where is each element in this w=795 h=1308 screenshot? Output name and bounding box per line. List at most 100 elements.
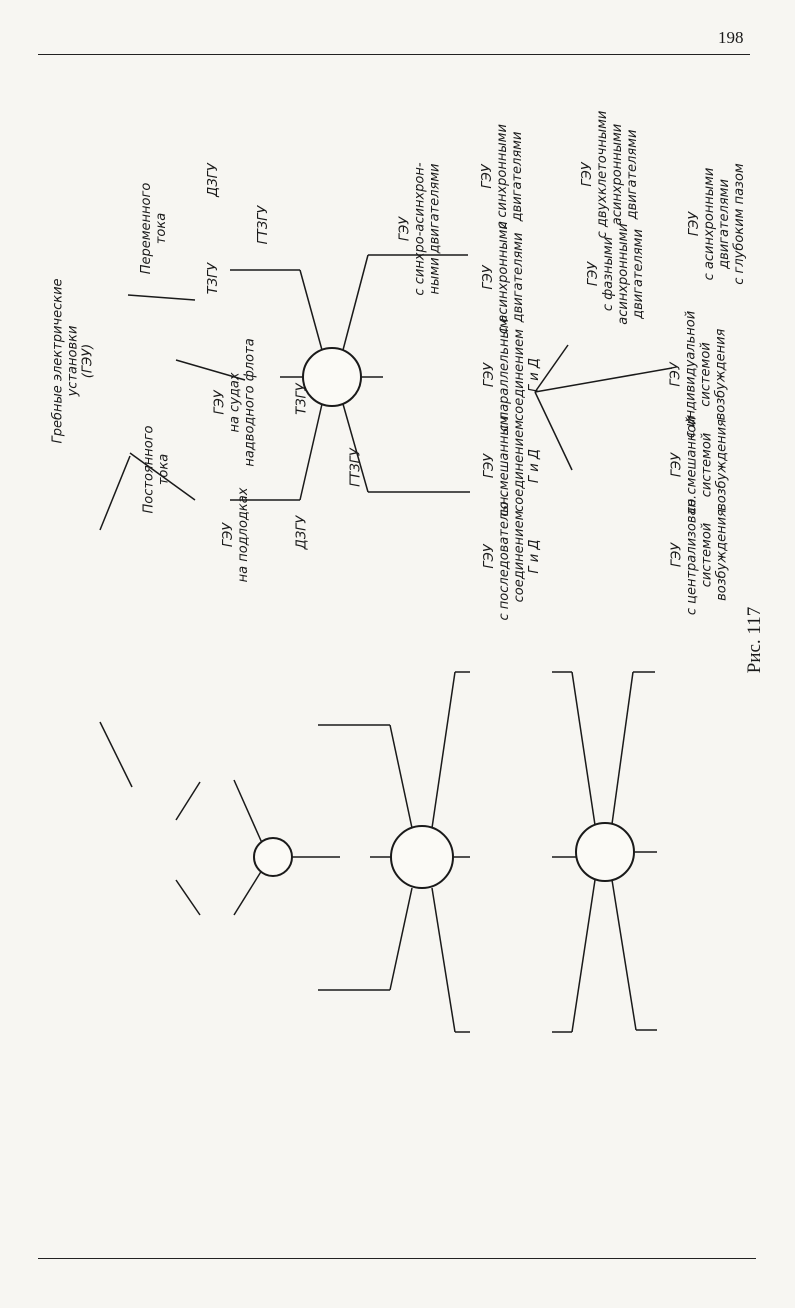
node-label-line: двигателями: [510, 132, 525, 223]
node-label-line: ГЭУ: [480, 163, 495, 188]
node-label-line: ГЭУ: [586, 261, 601, 286]
node-label-line: возбуждения: [714, 328, 729, 420]
node-label: ТЗГУ: [206, 262, 221, 295]
node-label-line: возбуждения: [715, 419, 730, 511]
node-ac: Переменноготока: [139, 183, 169, 275]
connector-line: [175, 781, 201, 821]
node-label-line: Постоянного: [142, 425, 157, 513]
node-dc-series: ГЭУс последовательн.соединениемГ и Д: [482, 493, 542, 621]
node-label-line: с глубоким пазом: [732, 163, 747, 285]
node-label: ГЭУс централизован.системойвозбуждения: [670, 495, 730, 615]
junction-circle-ac-hub: [302, 347, 362, 407]
node-label-line: (ГЭУ): [81, 344, 96, 378]
connector-line: [233, 869, 263, 916]
node-ac-dzgu: ДЗГУ: [206, 162, 221, 198]
connector-line: [129, 452, 196, 501]
node-root: Гребные электрическиеустановки(ГЭУ): [51, 278, 96, 443]
connector-lines: [99, 254, 673, 1033]
node-dc-central: ГЭУс централизован.системойвозбуждения: [670, 495, 730, 615]
node-label-line: ГТЗГУ: [349, 447, 364, 487]
junction-circle-dc-big: [390, 825, 454, 889]
connector-line: [127, 294, 196, 301]
connector-line: [175, 359, 246, 381]
connector-line: [431, 671, 456, 829]
node-label-line: системой: [700, 433, 715, 498]
junction-circle-dc-small: [253, 837, 293, 877]
connector-line: [571, 671, 596, 826]
connector-line: [99, 721, 133, 788]
connector-line: [342, 403, 369, 493]
node-label: ГЭУс двухклеточнымиасинхроннымидвигателя…: [580, 111, 640, 239]
node-label-line: ДЗГУ: [295, 515, 310, 551]
node-label-line: ГЭУ: [482, 362, 497, 387]
node-dc-submarine: ГЭУна подлодках: [221, 487, 251, 582]
connector-line: [431, 887, 456, 1033]
connector-line: [342, 254, 369, 351]
connector-line: [534, 391, 573, 471]
node-label-line: ГЭУ: [481, 264, 496, 289]
node-label-line: ГЭУ: [670, 452, 685, 477]
node-label-line: ДЗГУ: [206, 162, 221, 198]
node-label-line: надводного флота: [243, 338, 258, 466]
node-label-line: с индивидуальной: [684, 311, 699, 438]
node-ac-deepslot: ГЭУс асинхроннымидвигателямис глубоким п…: [687, 163, 747, 285]
node-label: ДЗГУ: [206, 162, 221, 198]
node-label-line: с централизован.: [685, 495, 700, 615]
node-label-line: со смешанной: [685, 416, 700, 513]
node-label: ГЭУна судахнадводного флота: [213, 338, 258, 466]
node-label-line: установки: [66, 326, 81, 398]
node-label-line: асинхронными: [610, 124, 625, 225]
node-label-line: тока: [154, 213, 169, 244]
node-label-line: соединением: [512, 420, 527, 512]
connector-line: [389, 887, 413, 991]
node-label-line: ГЭУ: [221, 522, 236, 547]
bottom-rule: [38, 1258, 756, 1259]
node-dc-gtzgu: ГТЗГУ: [349, 447, 364, 487]
node-ac-sync: ГЭУс синхроннымидвигателями: [480, 124, 525, 229]
node-label: ГЭУс параллельнымсоединениемГ и Д: [482, 318, 542, 431]
connector-line: [175, 879, 201, 916]
node-label-line: ГЭУ: [580, 161, 595, 186]
node-label: ГТЗГУ: [256, 205, 271, 245]
connector-line: [534, 344, 569, 393]
node-label: ТЗГУ: [295, 382, 310, 415]
node-label: Гребные электрическиеустановки(ГЭУ): [51, 278, 96, 443]
junction-circles: [253, 347, 635, 889]
node-dc-mixedexc: ГЭУсо смешаннойсистемойвозбуждения: [670, 416, 730, 513]
node-label-line: двигателями: [625, 130, 640, 221]
node-label-line: двигателями: [511, 233, 526, 324]
connector-line: [233, 779, 263, 844]
node-label: ГЭУс фазнымиасинхроннымидвигателями: [586, 223, 646, 324]
node-label-line: системой: [700, 523, 715, 588]
node-label-line: ГЭУ: [482, 453, 497, 478]
node-ac-phase: ГЭУс фазнымиасинхроннымидвигателями: [586, 223, 646, 324]
node-label-line: Переменного: [139, 183, 154, 275]
page-number: 198: [718, 28, 744, 47]
node-label-line: ными двигателями: [428, 163, 443, 294]
node-label-line: с двухклеточными: [595, 111, 610, 239]
node-ac-tzgu: ТЗГУ: [206, 262, 221, 295]
junction-circle-dc-excit: [575, 822, 635, 882]
node-label-line: с асинхронными: [496, 221, 511, 334]
node-label: ГЭУс последовательн.соединениемГ и Д: [482, 493, 542, 621]
node-label-line: системой: [699, 342, 714, 407]
node-label-line: ГЭУ: [482, 543, 497, 568]
node-label-line: ГЭУ: [213, 389, 228, 414]
node-label: ГЭУна подлодках: [221, 487, 251, 582]
node-label-line: соединением: [512, 510, 527, 602]
node-label-line: Г и Д: [527, 539, 542, 573]
node-label-line: двигателями: [631, 229, 646, 320]
node-label: ГЭУс синхроннымидвигателями: [480, 124, 525, 229]
node-dc-dzgu: ДЗГУ: [295, 515, 310, 551]
node-label: ГЭУсо смешаннымсоединениемГ и Д: [482, 415, 542, 516]
node-dc: Постоянноготока: [142, 425, 172, 513]
node-ac-twocage: ГЭУс двухклеточнымиасинхроннымидвигателя…: [580, 111, 640, 239]
connector-line: [534, 367, 673, 393]
node-label-line: ГЭУ: [669, 361, 684, 386]
node-label-line: с синхронными: [495, 124, 510, 229]
connector-line: [299, 403, 323, 501]
connector-line: [99, 455, 131, 531]
node-label-line: тока: [157, 454, 172, 485]
node-label-line: с асинхронными: [702, 168, 717, 281]
